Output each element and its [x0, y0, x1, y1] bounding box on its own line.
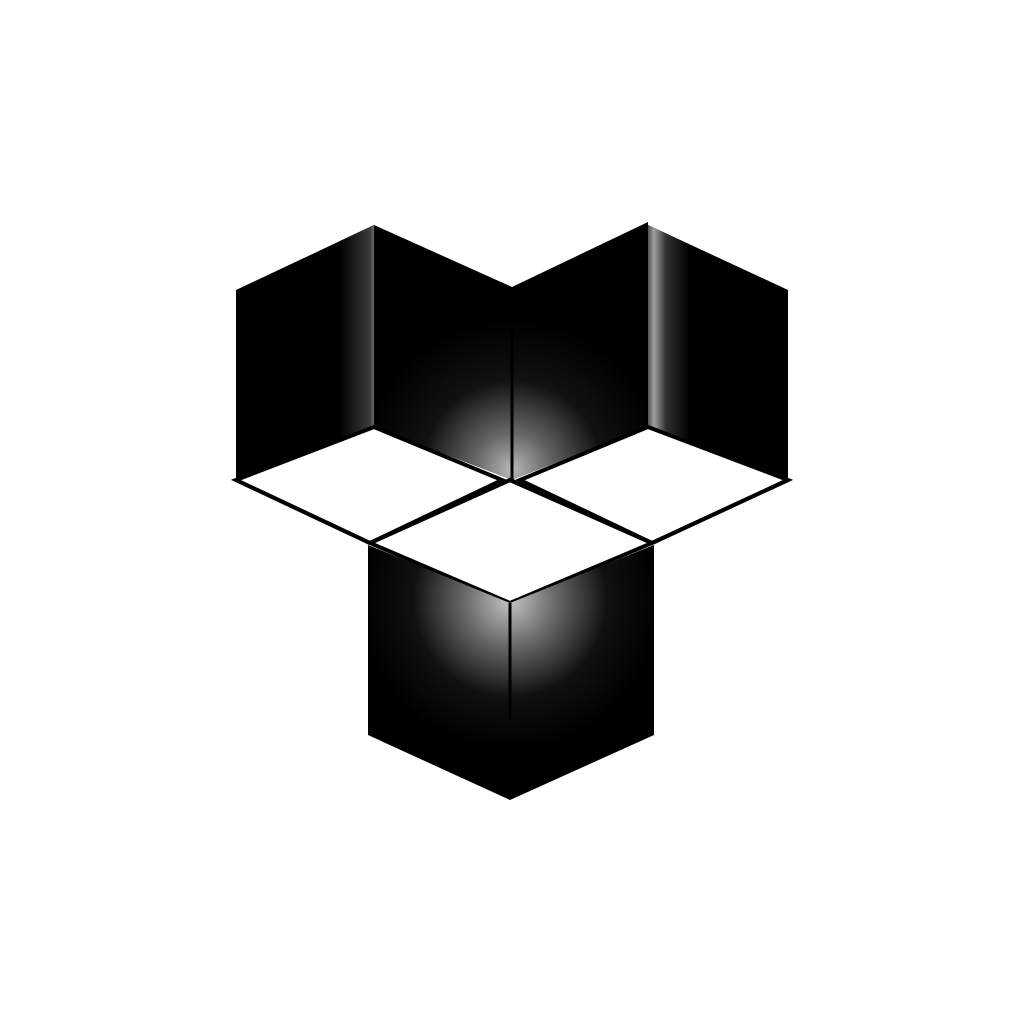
top-right-cube-edge-highlight — [648, 225, 690, 444]
top-left-cube-inner-face — [374, 225, 512, 480]
top-left-cube-edge-highlight — [340, 225, 374, 440]
bottom-cube-right-face — [510, 545, 654, 800]
top-left-cube — [230, 225, 512, 546]
top-left-cube-outer-face — [236, 225, 374, 480]
top-right-cube — [512, 222, 794, 546]
bottom-cube — [365, 477, 658, 800]
bottom-cube-left-face — [368, 545, 510, 800]
top-right-cube-inner-face — [512, 222, 648, 480]
floor-outline — [235, 477, 789, 546]
